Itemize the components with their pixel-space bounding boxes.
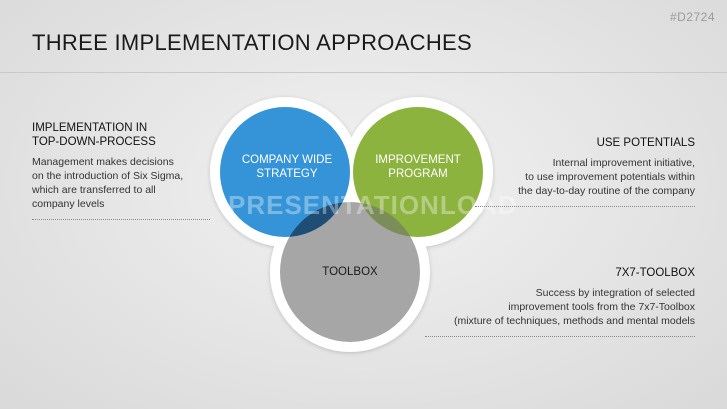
watermark: PRESENTATIONLOAD [228,190,518,220]
toolbox-line-3: (mixture of techniques, methods and ment… [453,315,695,327]
toolbox-line-2: improvement tools from the 7x7-Toolbox [508,301,695,313]
potentials-line-2: to use improvement potentials within [525,171,695,183]
strategy-label-line2: STRATEGY [256,168,317,180]
toolbox-heading: 7X7-TOOLBOX [615,267,695,279]
top-down-line-1: Management makes decisions [32,156,174,168]
toolbox-divider [425,336,695,337]
potentials-line-1: Internal improvement initiative, [552,157,695,169]
page-title: THREE IMPLEMENTATION APPROACHES [32,30,472,55]
potentials-block: USE POTENTIALS Internal improvement init… [475,136,695,207]
top-down-heading: IMPLEMENTATION IN TOP-DOWN-PROCESS [32,121,210,149]
improvement-circle [353,107,483,237]
top-down-divider [32,219,210,220]
strategy-label-line1: COMPANY WIDE [242,154,333,166]
potentials-divider [475,206,695,207]
improvement-label-line2: PROGRAM [388,168,447,180]
top-down-line-4: company levels [32,198,105,210]
top-down-line-3: which are transferred to all [32,184,156,196]
improvement-label-line1: IMPROVEMENT [375,154,461,166]
top-down-line-2: on the introduction of Six Sigma, [32,170,184,182]
toolbox-label: TOOLBOX [322,266,378,278]
top-down-block: IMPLEMENTATION IN TOP-DOWN-PROCESS Manag… [32,121,210,220]
toolbox-line-1: Success by integration of selected [535,287,695,299]
top-down-heading-line1: IMPLEMENTATION IN [32,122,148,134]
top-down-heading-line2: TOP-DOWN-PROCESS [32,136,156,148]
slide-code: #D2724 [669,10,715,24]
potentials-line-3: the day-to-day routine of the company [518,185,695,197]
potentials-heading: USE POTENTIALS [596,137,695,149]
title-divider [0,72,727,73]
toolbox-block: 7X7-TOOLBOX Success by integration of se… [425,266,695,337]
toolbox-circle [280,202,420,342]
strategy-circle [220,107,350,237]
